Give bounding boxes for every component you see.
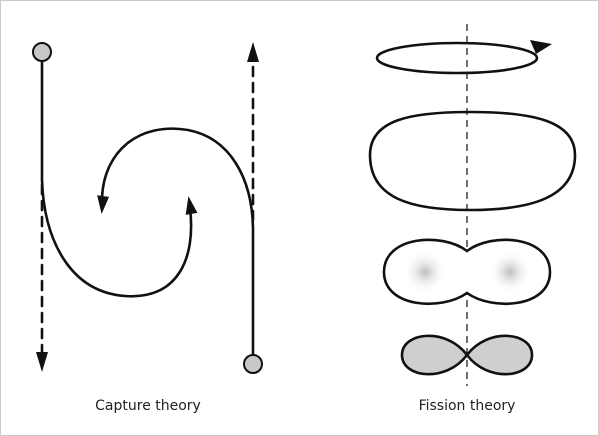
- arrowhead-down: [36, 352, 48, 372]
- peanut-core-left: [403, 250, 447, 294]
- arrowhead-up: [247, 42, 259, 62]
- fission-theory-diagram: [368, 24, 577, 386]
- splitting-body: [400, 334, 534, 376]
- arrowhead-inner-left: [97, 195, 110, 215]
- start-node-top: [32, 42, 52, 62]
- caption-fission-theory: Fission theory: [418, 398, 516, 414]
- oblate-body: [368, 110, 577, 212]
- capture-arrowheads: [36, 42, 259, 372]
- arrowhead-inner-right: [185, 196, 198, 215]
- rotation-ellipse: [375, 41, 539, 75]
- capture-theory-diagram: [40, 54, 255, 364]
- caption-capture-theory: Capture theory: [95, 398, 201, 414]
- body-b-path: [100, 127, 255, 364]
- rotation-arrowhead: [530, 40, 552, 54]
- start-node-bottom: [243, 354, 263, 374]
- body-a-path: [40, 54, 193, 298]
- peanut-core-right: [488, 250, 532, 294]
